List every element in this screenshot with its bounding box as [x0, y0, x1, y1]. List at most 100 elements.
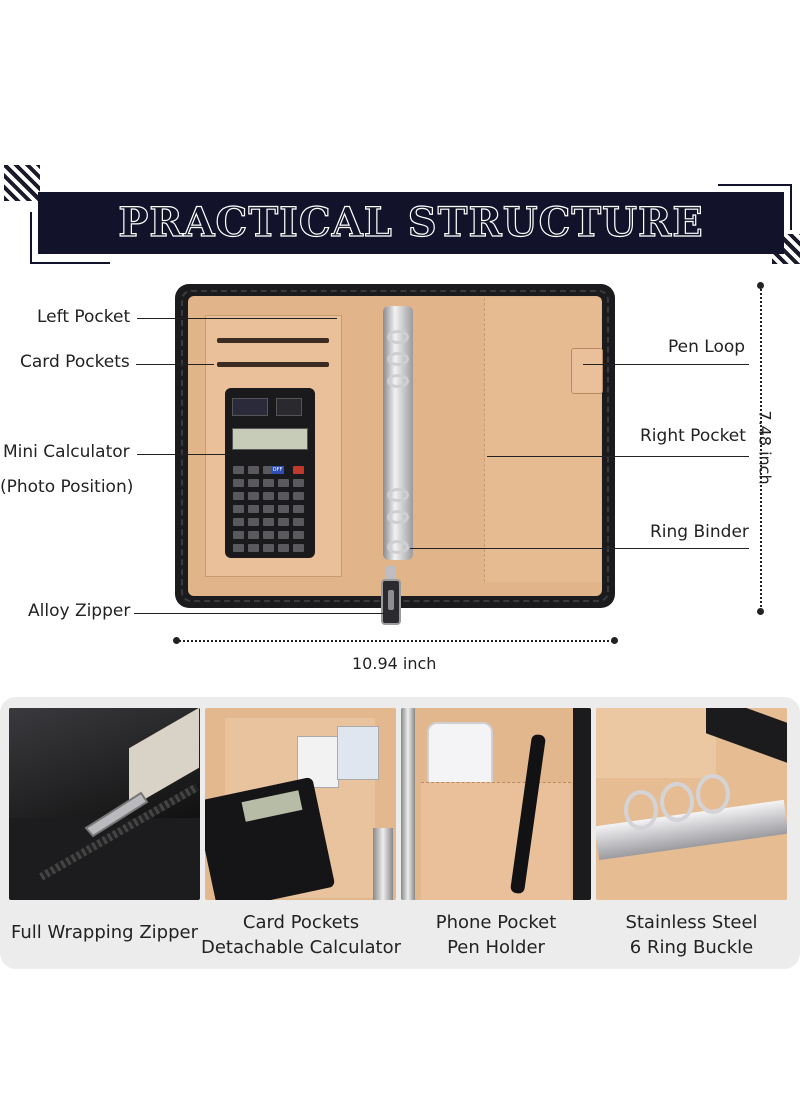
- feature-photo-rings: [596, 708, 787, 900]
- feature-photo-zipper: [9, 708, 200, 900]
- photo-pocket-panel: [596, 708, 716, 778]
- callout-leader: [487, 456, 749, 457]
- calculator-key: [263, 518, 274, 526]
- callout-leader: [410, 548, 749, 549]
- calculator-key: [278, 492, 289, 500]
- zipper-pull-icon: [381, 566, 401, 625]
- photo-binder-edge: [573, 708, 591, 900]
- calculator-off-key: OFF: [271, 466, 284, 474]
- calculator-key: [233, 466, 244, 474]
- binder-ring: [387, 510, 409, 524]
- decorative-corner-line: [30, 262, 110, 264]
- calculator-key: [233, 479, 244, 487]
- caption-line: Phone Pocket: [435, 912, 557, 933]
- binder-ring: [387, 330, 409, 344]
- callout-photo-position: (Photo Position): [0, 477, 134, 497]
- calculator-key: [233, 544, 244, 552]
- decorative-corner-line: [718, 184, 792, 186]
- callout-left-pocket: Left Pocket: [37, 307, 131, 327]
- feature-caption-phone-pocket: Phone Pocket Pen Holder: [401, 910, 591, 960]
- calculator-key: [293, 492, 304, 500]
- page-title: PRACTICAL STRUCTURE: [118, 198, 704, 246]
- calculator-brand-box: [276, 398, 302, 416]
- calculator-key: [233, 531, 244, 539]
- calculator-key: [293, 466, 304, 474]
- calculator-key: [278, 531, 289, 539]
- right-pocket-panel: [484, 298, 601, 582]
- calculator-key: [293, 505, 304, 513]
- caption-line: 6 Ring Buckle: [629, 937, 754, 958]
- photo-binder-edge: [706, 708, 787, 763]
- width-dimension-label: 10.94 inch: [352, 654, 437, 673]
- photo-card: [337, 726, 379, 780]
- calculator-solar-panel: [232, 398, 268, 416]
- dimension-endpoint: [611, 637, 618, 644]
- callout-leader: [134, 613, 384, 614]
- width-dimension-line: [176, 640, 616, 642]
- photo-ring-spine: [373, 828, 393, 900]
- callout-ring-binder: Ring Binder: [650, 522, 749, 542]
- calculator-key: [293, 544, 304, 552]
- callout-leader: [136, 364, 214, 365]
- header-banner: [38, 192, 784, 254]
- calculator-key: [248, 544, 259, 552]
- pen-loop-tab: [571, 348, 603, 394]
- calculator-display: [232, 428, 308, 450]
- callout-mini-calculator: Mini Calculator: [3, 442, 130, 462]
- callout-leader: [137, 454, 229, 455]
- callout-pen-loop: Pen Loop: [668, 337, 746, 357]
- card-slot: [217, 362, 329, 367]
- caption-line: Pen Holder: [447, 937, 545, 958]
- dimension-endpoint: [173, 637, 180, 644]
- binder-ring: [696, 774, 730, 814]
- callout-leader: [583, 364, 749, 365]
- calculator-key: [233, 518, 244, 526]
- callout-alloy-zipper: Alloy Zipper: [28, 601, 131, 621]
- calculator-key: [263, 544, 274, 552]
- binder-ring: [660, 782, 694, 822]
- zipper-slider-icon: [84, 791, 149, 838]
- calculator-key: [248, 505, 259, 513]
- caption-line: Detachable Calculator: [201, 937, 401, 958]
- binder-ring: [387, 540, 409, 554]
- dimension-endpoint: [757, 282, 764, 289]
- binder-ring: [387, 488, 409, 502]
- calculator-key: [263, 492, 274, 500]
- callout-right-pocket: Right Pocket: [640, 426, 746, 446]
- feature-caption-card-pockets: Card Pockets Detachable Calculator: [200, 910, 402, 960]
- callout-card-pockets: Card Pockets: [20, 352, 130, 372]
- calculator-key: [278, 518, 289, 526]
- calculator-key: [233, 492, 244, 500]
- calculator-key: [293, 531, 304, 539]
- feature-caption-zipper: Full Wrapping Zipper: [9, 920, 200, 945]
- calculator-key: [248, 492, 259, 500]
- calculator-key: [263, 531, 274, 539]
- caption-line: Stainless Steel: [625, 912, 758, 933]
- calculator-key: [278, 479, 289, 487]
- feature-photo-card-pockets: [205, 708, 396, 900]
- calculator-key: [293, 518, 304, 526]
- calculator-key: [263, 479, 274, 487]
- feature-photo-phone-pocket: [401, 708, 591, 900]
- calculator-key: [248, 531, 259, 539]
- decorative-corner-line: [790, 184, 792, 230]
- calculator-key: [263, 505, 274, 513]
- card-slot: [217, 338, 329, 343]
- feature-caption-rings: Stainless Steel 6 Ring Buckle: [596, 910, 787, 960]
- caption-line: Card Pockets: [242, 912, 360, 933]
- dimension-endpoint: [757, 608, 764, 615]
- calculator-key: [293, 479, 304, 487]
- binder-ring: [624, 790, 658, 830]
- calculator-key: [248, 479, 259, 487]
- photo-ring-spine: [401, 708, 415, 900]
- calculator-key: [263, 466, 274, 474]
- binder-ring: [387, 352, 409, 366]
- calculator-key: [278, 544, 289, 552]
- calculator-key: [278, 505, 289, 513]
- height-dimension-line: [760, 285, 762, 611]
- caption-line: Full Wrapping Zipper: [11, 922, 198, 943]
- callout-leader: [137, 318, 337, 319]
- height-dimension-label: 7.48 inch: [755, 410, 775, 485]
- decorative-corner-line: [30, 212, 32, 264]
- photo-pocket-flap: [421, 782, 571, 900]
